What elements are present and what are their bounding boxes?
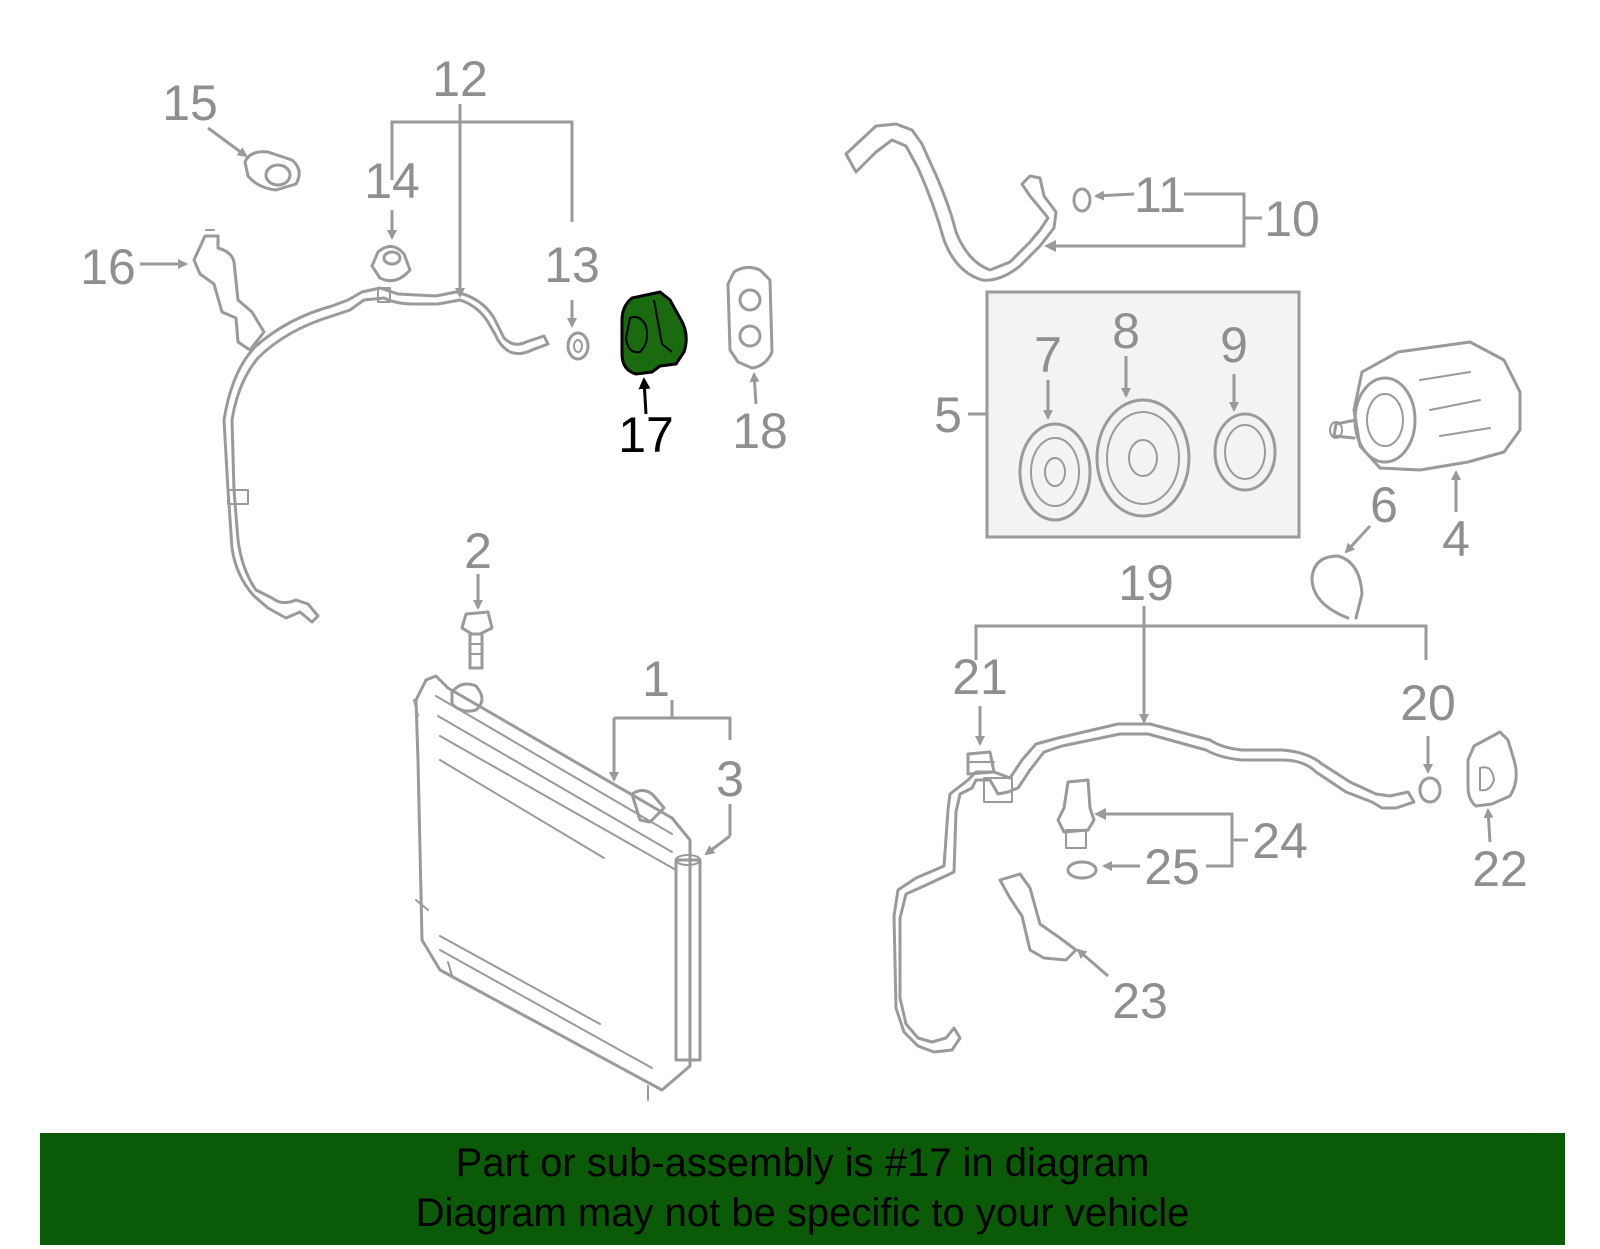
part-21-drawing — [966, 750, 996, 776]
banner-line-2: Diagram may not be specific to your vehi… — [415, 1191, 1190, 1235]
callout-5: 5 — [934, 387, 962, 443]
part-8-drawing — [1095, 398, 1191, 518]
callout-18: 18 — [732, 403, 788, 459]
part-6-drawing — [1310, 554, 1364, 620]
callout-7: 7 — [1034, 327, 1062, 383]
callout-4: 4 — [1442, 511, 1470, 567]
callout-14: 14 — [364, 153, 420, 209]
part-7-drawing — [1018, 422, 1092, 522]
part-15-drawing — [243, 150, 301, 192]
part-23-drawing — [998, 872, 1078, 962]
callout-9: 9 — [1220, 317, 1248, 373]
part-20-drawing — [1418, 776, 1442, 804]
callout-15: 15 — [162, 75, 218, 131]
callout-2: 2 — [464, 523, 492, 579]
callout-25: 25 — [1144, 839, 1200, 895]
part-25-drawing — [1066, 860, 1098, 880]
part-9-drawing — [1213, 412, 1277, 492]
part-24-drawing — [1056, 778, 1096, 849]
callout-13: 13 — [544, 237, 600, 293]
leader-lines — [140, 104, 1494, 978]
callout-24: 24 — [1252, 813, 1308, 869]
callout-labels: 1 2 3 4 5 6 7 8 9 10 11 12 13 14 15 16 1… — [80, 51, 1528, 1029]
part-11-drawing — [1072, 187, 1092, 213]
callout-12: 12 — [432, 51, 488, 107]
part-18-drawing — [726, 265, 774, 370]
callout-21: 21 — [952, 649, 1008, 705]
callout-10: 10 — [1264, 191, 1320, 247]
part-4-drawing — [1329, 340, 1522, 472]
callout-23: 23 — [1112, 973, 1168, 1029]
part-2-drawing — [460, 610, 494, 670]
callout-16: 16 — [80, 239, 136, 295]
callout-3: 3 — [716, 751, 744, 807]
callout-11: 11 — [1134, 167, 1186, 223]
callout-8: 8 — [1112, 303, 1140, 359]
part-1-drawing — [413, 674, 702, 1101]
callout-19: 19 — [1118, 555, 1174, 611]
banner-line-1: Part or sub-assembly is #17 in diagram — [455, 1141, 1150, 1185]
part-22-drawing — [1466, 730, 1518, 808]
part-16-drawing — [192, 229, 266, 352]
info-banner: Part or sub-assembly is #17 in diagram D… — [40, 1133, 1565, 1245]
part-19-drawing — [892, 722, 1416, 1054]
part-12-drawing — [222, 286, 550, 624]
callout-1: 1 — [642, 651, 670, 707]
part-13-drawing — [566, 331, 590, 361]
callout-22: 22 — [1472, 841, 1528, 897]
part-10-drawing — [844, 122, 1058, 282]
part-14-drawing — [370, 245, 412, 283]
part-17-highlighted — [620, 290, 688, 376]
callout-17-highlighted: 17 — [618, 407, 674, 463]
callout-20: 20 — [1400, 675, 1456, 731]
callout-6: 6 — [1370, 477, 1398, 533]
